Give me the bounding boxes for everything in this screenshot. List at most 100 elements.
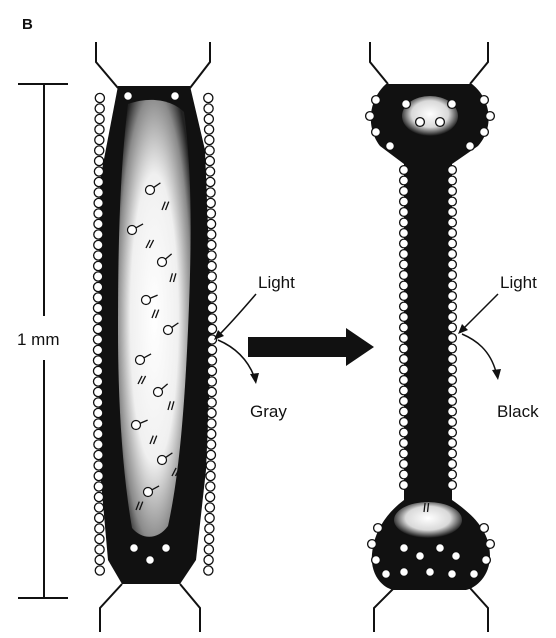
edge-bead xyxy=(205,524,214,533)
edge-bead xyxy=(207,377,216,386)
edge-bead xyxy=(448,570,457,579)
edge-bead xyxy=(400,292,409,301)
edge-bead xyxy=(448,176,457,185)
edge-bead xyxy=(400,229,409,238)
edge-bead xyxy=(366,112,375,121)
edge-bead xyxy=(95,104,104,113)
edge-bead xyxy=(204,114,213,123)
edge-bead xyxy=(206,440,215,449)
edge-bead xyxy=(94,482,103,491)
edge-bead xyxy=(400,302,409,311)
edge-bead xyxy=(368,540,377,549)
edge-bead xyxy=(400,218,409,227)
edge-bead xyxy=(205,513,214,522)
edge-bead xyxy=(400,544,409,553)
edge-bead xyxy=(205,156,214,165)
edge-bead xyxy=(448,428,457,437)
edge-bead xyxy=(448,302,457,311)
edge-bead xyxy=(94,167,103,176)
edge-bead xyxy=(416,118,425,127)
edge-bead xyxy=(400,166,409,175)
edge-bead xyxy=(372,128,381,137)
edge-bead xyxy=(93,335,102,344)
edge-bead xyxy=(448,197,457,206)
edge-bead xyxy=(372,556,381,565)
edge-bead xyxy=(400,365,409,374)
edge-bead xyxy=(448,439,457,448)
right-light-label: Light xyxy=(500,273,537,292)
edge-bead xyxy=(205,146,214,155)
edge-bead xyxy=(448,166,457,175)
edge-bead xyxy=(95,135,104,144)
edge-bead xyxy=(400,323,409,332)
right-fiber-bottom-clamp xyxy=(374,588,394,632)
edge-bead xyxy=(448,313,457,322)
edge-bead xyxy=(207,366,216,375)
edge-bead xyxy=(400,197,409,206)
edge-bead xyxy=(400,334,409,343)
edge-bead xyxy=(400,260,409,269)
edge-bead xyxy=(448,323,457,332)
edge-bead xyxy=(207,419,216,428)
left-gray-label: Gray xyxy=(250,402,287,421)
edge-bead xyxy=(448,460,457,469)
edge-bead xyxy=(400,460,409,469)
edge-bead xyxy=(207,251,216,260)
edge-bead xyxy=(436,544,445,553)
edge-bead xyxy=(448,365,457,374)
edge-bead xyxy=(206,450,215,459)
edge-bead xyxy=(402,100,411,109)
edge-bead xyxy=(448,100,457,109)
edge-bead xyxy=(205,503,214,512)
edge-bead xyxy=(94,440,103,449)
right-fiber-annotations: Light Black xyxy=(458,273,539,421)
edge-bead xyxy=(448,260,457,269)
edge-bead xyxy=(207,272,216,281)
edge-bead xyxy=(93,303,102,312)
edge-bead xyxy=(470,570,479,579)
scale-bar: 1 mm xyxy=(17,84,68,598)
edge-bead xyxy=(94,251,103,260)
edge-bead xyxy=(205,135,214,144)
edge-bead xyxy=(94,177,103,186)
edge-bead xyxy=(426,568,435,577)
edge-bead xyxy=(448,418,457,427)
edge-bead xyxy=(93,345,102,354)
edge-bead xyxy=(94,408,103,417)
edge-bead xyxy=(207,398,216,407)
right-fiber xyxy=(366,42,495,632)
edge-bead xyxy=(480,96,489,105)
edge-bead xyxy=(94,188,103,197)
edge-bead xyxy=(205,492,214,501)
left-fiber xyxy=(93,42,216,632)
left-fiber-top-clamp xyxy=(96,42,118,88)
edge-bead xyxy=(207,282,216,291)
edge-bead xyxy=(207,303,216,312)
edge-bead xyxy=(94,387,103,396)
edge-bead xyxy=(93,356,102,365)
transition-arrow xyxy=(248,328,374,366)
edge-bead xyxy=(207,314,216,323)
edge-bead xyxy=(124,92,133,101)
edge-bead xyxy=(416,552,425,561)
edge-bead xyxy=(400,281,409,290)
edge-bead xyxy=(448,376,457,385)
edge-bead xyxy=(400,481,409,490)
edge-bead xyxy=(436,118,445,127)
edge-bead xyxy=(448,292,457,301)
edge-bead xyxy=(448,239,457,248)
edge-bead xyxy=(162,544,171,553)
edge-bead xyxy=(93,366,102,375)
edge-bead xyxy=(382,570,391,579)
left-light-arrow xyxy=(218,294,256,336)
edge-bead xyxy=(146,556,155,565)
edge-bead xyxy=(207,429,216,438)
edge-bead xyxy=(482,556,491,565)
edge-bead xyxy=(95,93,104,102)
left-fiber-bottom-clamp xyxy=(100,584,122,632)
edge-bead xyxy=(94,419,103,428)
edge-bead xyxy=(372,96,381,105)
edge-bead xyxy=(448,250,457,259)
edge-bead xyxy=(207,230,216,239)
